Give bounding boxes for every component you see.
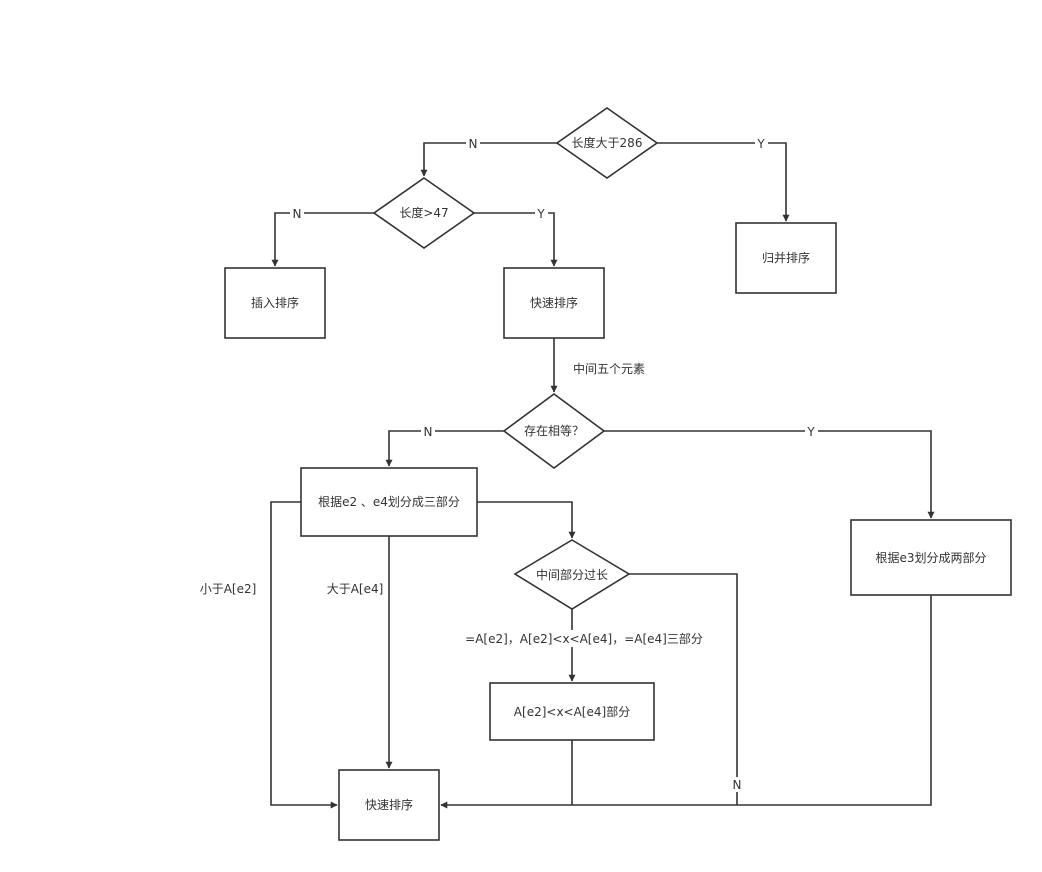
- edge-len286-to-merge: [657, 142, 790, 222]
- edge-split-three-to-middle-long: [477, 501, 576, 539]
- node-label: 长度大于286: [572, 135, 643, 150]
- edge-label-y2: Y: [536, 207, 545, 221]
- node-merge-sort: 归并排序: [735, 222, 837, 294]
- node-insertion-sort: 插入排序: [224, 267, 326, 339]
- edge-len47-to-quick: [474, 212, 558, 267]
- node-label: 根据e2 、e4划分成三部分: [318, 494, 460, 509]
- edge-label-greater-than: 大于A[e4]: [327, 582, 384, 596]
- edge-labels: N Y N Y 中间五个元素 N Y 小于A[e2] 大于A[e4] =A[e2…: [200, 136, 818, 792]
- edge-label-n4: N: [733, 778, 742, 792]
- edge-split-two-to-quick-bottom: [440, 595, 932, 809]
- node-split-two: 根据e3划分成两部分: [850, 519, 1012, 596]
- edges: [270, 142, 935, 809]
- edge-label-n1: N: [469, 137, 478, 151]
- edge-label-equal-parts: =A[e2]，A[e2]<x<A[e4]，=A[e4]三部分: [465, 631, 703, 646]
- edge-label-y1: Y: [756, 137, 765, 151]
- node-middle-too-long: 中间部分过长: [513, 539, 631, 610]
- edge-len47-to-insertion: [271, 212, 374, 267]
- node-label: A[e2]<x<A[e4]部分: [514, 704, 630, 719]
- edge-equal-to-split-three: [385, 430, 504, 467]
- edge-label-less-than: 小于A[e2]: [200, 582, 257, 596]
- node-label: 归并排序: [762, 250, 810, 265]
- node-len-gt-47: 长度>47: [372, 177, 476, 249]
- edge-label-n2: N: [293, 207, 302, 221]
- node-label: 存在相等？: [524, 424, 584, 438]
- edge-less-than: [270, 501, 338, 809]
- node-label: 插入排序: [251, 295, 299, 310]
- node-label: 中间部分过长: [536, 567, 608, 582]
- edge-label-n3: N: [424, 425, 433, 439]
- node-label: 快速排序: [530, 295, 578, 310]
- edge-label-y3: Y: [806, 425, 815, 439]
- edge-len286-to-len47: [420, 142, 557, 177]
- node-split-three: 根据e2 、e4划分成三部分: [300, 467, 478, 537]
- node-has-equal: 存在相等？: [502, 393, 606, 469]
- node-quick-sort-top: 快速排序: [503, 267, 605, 339]
- edge-middle-long-no: [629, 573, 738, 805]
- node-middle-part: A[e2]<x<A[e4]部分: [489, 682, 655, 741]
- node-label: 长度>47: [399, 205, 448, 220]
- node-quick-sort-bottom: 快速排序: [338, 769, 440, 841]
- edge-equal-to-split-two: [604, 430, 935, 519]
- edge-label-five-elements: 中间五个元素: [573, 361, 645, 376]
- node-len-gt-286: 长度大于286: [555, 107, 659, 179]
- node-label: 快速排序: [365, 797, 413, 812]
- node-label: 根据e3划分成两部分: [875, 550, 986, 565]
